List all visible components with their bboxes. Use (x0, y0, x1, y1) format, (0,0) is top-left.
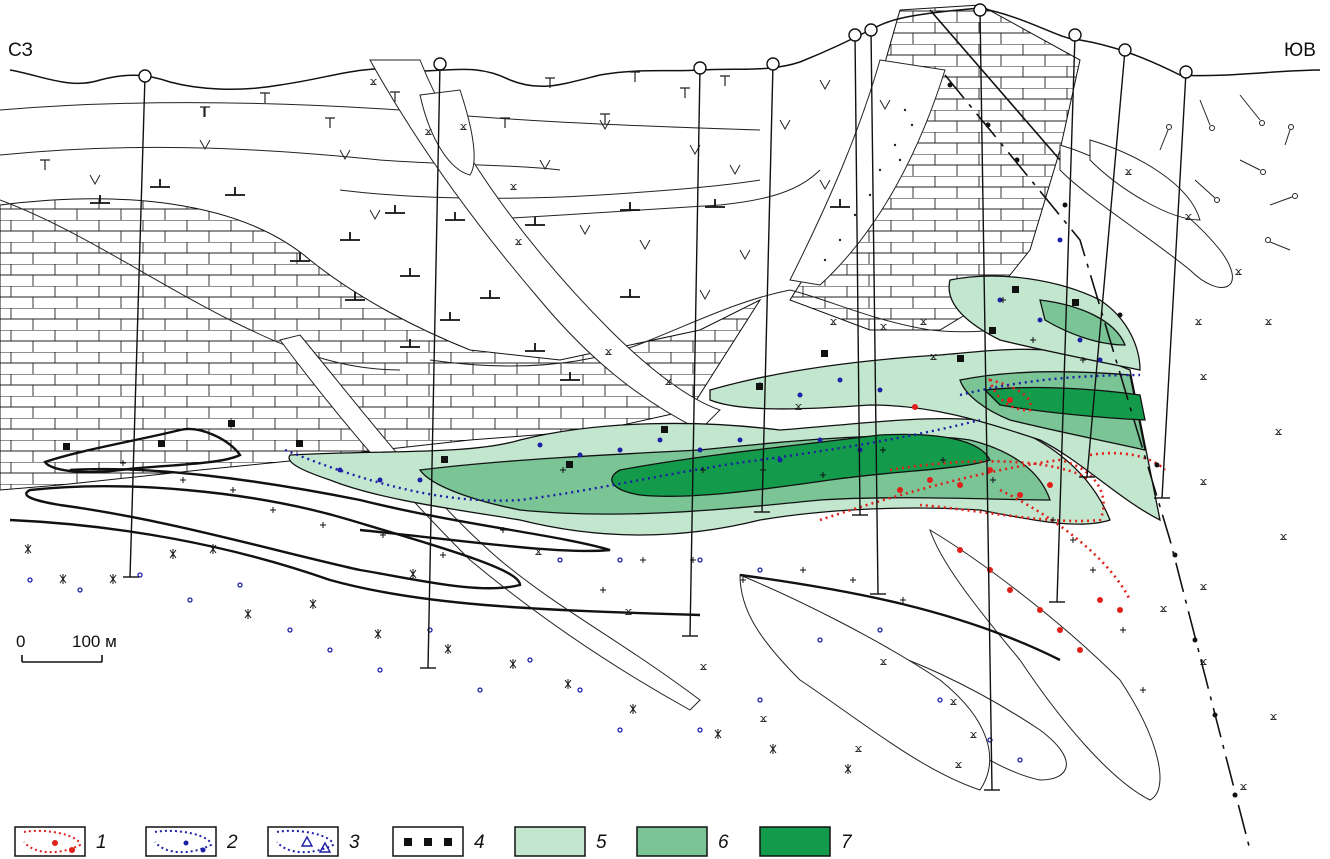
blue-ore-contour (284, 418, 981, 502)
svg-text:ϫ: ϫ (1270, 710, 1277, 723)
dike-band (419, 89, 475, 176)
legend-number-5: 5 (596, 832, 607, 853)
red-ore-contour (819, 458, 1105, 523)
legend (14, 826, 831, 857)
ore-zone-top-medium (1039, 299, 1126, 346)
dike-band (1089, 139, 1201, 221)
dike-band (739, 574, 991, 791)
svg-text:ϫ: ϫ (1160, 602, 1167, 615)
svg-text:ϫ: ϫ (880, 320, 887, 333)
svg-text:ϫ: ϫ (1280, 530, 1287, 543)
drill-hole (689, 67, 701, 637)
legend-swatch-7 (759, 826, 831, 857)
legend-number-3: 3 (349, 832, 360, 853)
ore-zone-upper-dark (983, 386, 1146, 421)
svg-text:ϫ: ϫ (1240, 780, 1247, 793)
svg-text:ϫ: ϫ (950, 695, 957, 708)
svg-text:ϫ: ϫ (625, 605, 632, 618)
volcanic-symbol (199, 139, 211, 151)
svg-text:ϫ: ϫ (1185, 210, 1192, 223)
drill-hole (761, 63, 774, 513)
fault-line (929, 9, 1061, 161)
svg-text:ϫ: ϫ (665, 375, 672, 388)
blue-ore-contour (959, 373, 1141, 397)
svg-text:ϫ: ϫ (1200, 580, 1207, 593)
direction-label-northwest: СЗ (8, 40, 33, 61)
drill-hole (870, 29, 879, 595)
svg-text:ϫ: ϫ (1235, 265, 1242, 278)
svg-text:ϫ: ϫ (1195, 315, 1202, 328)
scale-zero-label: 0 (16, 632, 26, 651)
legend-number-4: 4 (474, 832, 485, 853)
svg-text:ϫ: ϫ (700, 660, 707, 673)
ore-contour (25, 485, 522, 590)
svg-text:ϫ: ϫ (880, 655, 887, 668)
drill-hole (427, 63, 441, 669)
svg-text:ϫ: ϫ (1200, 475, 1207, 488)
topographic-surface (9, 7, 1321, 90)
legend-number-1: 1 (96, 832, 107, 853)
ore-contour (739, 573, 1061, 662)
svg-text:ϫ: ϫ (830, 315, 837, 328)
limestone-unit-left (0, 198, 762, 491)
drill-hole (1161, 71, 1187, 499)
ore-contour (9, 518, 701, 617)
boundary-line (479, 169, 821, 221)
ore-contour (69, 467, 611, 553)
svg-text:ϫ: ϫ (760, 712, 767, 725)
legend-number-7: 7 (841, 832, 852, 853)
drill-hole (1086, 49, 1126, 478)
boundary-line (0, 102, 761, 131)
svg-text:ϫ: ϫ (1125, 165, 1132, 178)
svg-text:ϫ: ϫ (795, 400, 802, 413)
svg-text:ϫ: ϫ (1200, 370, 1207, 383)
ore-zone-dark (611, 433, 991, 497)
svg-text:ϫ: ϫ (510, 180, 517, 193)
svg-text:ϫ: ϫ (515, 235, 522, 248)
boundary-line (339, 179, 761, 199)
red-ore-contour (999, 488, 1132, 601)
boundary-line (0, 146, 561, 171)
scale-length-label: 100 м (72, 632, 117, 651)
ore-zone-top-light (948, 275, 1141, 371)
legend-number-6: 6 (718, 832, 729, 853)
fault-line (944, 74, 1251, 851)
svg-text:ϫ: ϫ (1200, 655, 1207, 668)
svg-text:ϫ: ϫ (1275, 425, 1282, 438)
svg-text:ϫ: ϫ (970, 728, 977, 741)
drill-hole (129, 75, 146, 578)
svg-text:ϫ: ϫ (1265, 315, 1272, 328)
drill-hole (1056, 34, 1076, 603)
svg-text:ϫ: ϫ (855, 742, 862, 755)
legend-number-2: 2 (227, 832, 238, 853)
plagiogranite-glyph: ϫ (370, 75, 377, 88)
svg-text:ϫ: ϫ (605, 345, 612, 358)
svg-text:ϫ: ϫ (920, 315, 927, 328)
svg-text:ϫ: ϫ (425, 125, 432, 138)
boundary-line (0, 199, 401, 371)
scale-bar (21, 655, 103, 663)
drill-hole (979, 9, 993, 791)
svg-text:ϫ: ϫ (955, 758, 962, 771)
boundary-line (429, 289, 791, 367)
red-ore-contour (1089, 451, 1166, 471)
drill-hole (854, 34, 861, 516)
svg-text:ϫ: ϫ (535, 545, 542, 558)
svg-text:ϫ: ϫ (930, 350, 937, 363)
direction-label-southeast: ЮВ (1284, 40, 1316, 61)
svg-text:ϫ: ϫ (460, 120, 467, 133)
legend-swatch-6 (636, 826, 708, 857)
legend-swatch-5 (514, 826, 586, 857)
